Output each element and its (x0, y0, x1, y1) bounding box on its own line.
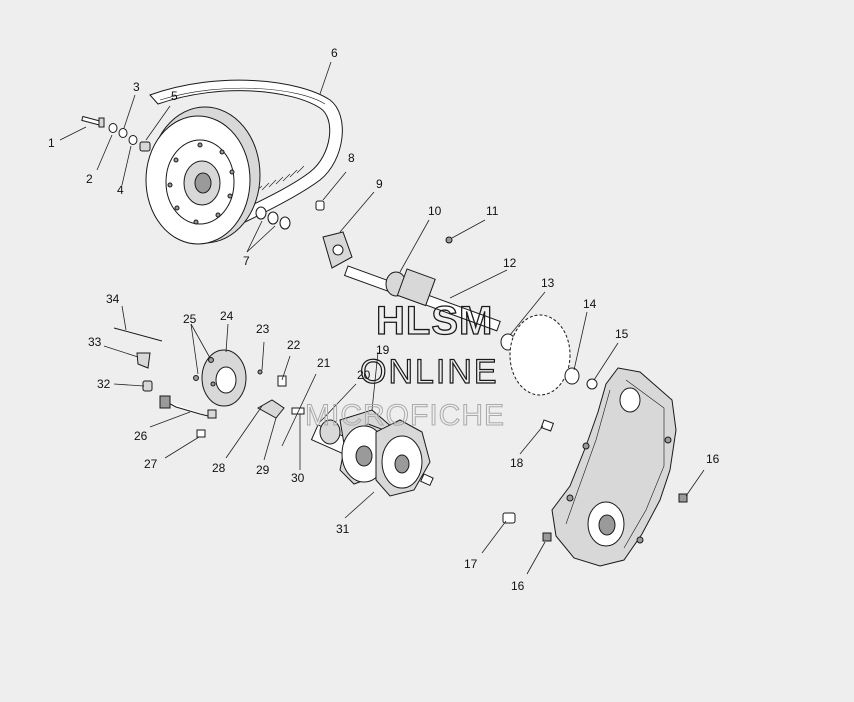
callout-16: 16 (706, 452, 720, 466)
callout-5: 5 (171, 89, 178, 103)
watermark: HLSM ONLINE MICROFICHE (305, 298, 505, 432)
callout-1: 1 (48, 136, 55, 150)
sensor-bracket-hardware (113, 327, 305, 438)
callout-20: 20 (357, 368, 371, 382)
callout-18: 18 (510, 456, 524, 470)
callout-19: 19 (376, 343, 390, 357)
watermark-line-3: MICROFICHE (305, 399, 505, 432)
callout-8: 8 (348, 151, 355, 165)
callout-9: 9 (376, 177, 383, 191)
callout-30: 30 (291, 471, 305, 485)
drive-clutch-sheave (145, 106, 261, 245)
callout-17: 17 (464, 557, 478, 571)
callout-14: 14 (583, 297, 597, 311)
callout-27: 27 (144, 457, 158, 471)
callout-4: 4 (117, 183, 124, 197)
leader-lines (59, 61, 705, 575)
callout-32: 32 (97, 377, 111, 391)
callout-25: 25 (183, 312, 197, 326)
callout-6: 6 (331, 46, 338, 60)
callout-12: 12 (503, 256, 517, 270)
callout-26: 26 (134, 429, 148, 443)
callout-31: 31 (336, 522, 350, 536)
callout-28: 28 (212, 461, 226, 475)
watermark-line-1: HLSM (376, 299, 493, 343)
callout-15: 15 (615, 327, 629, 341)
callout-34: 34 (106, 292, 120, 306)
watermark-line-2: ONLINE (360, 353, 499, 391)
callout-21: 21 (317, 356, 331, 370)
callout-11: 11 (486, 204, 499, 218)
clutch-bolt-hardware (81, 115, 151, 152)
callout-33: 33 (88, 335, 102, 349)
callout-13: 13 (541, 276, 555, 290)
callout-7: 7 (243, 254, 250, 268)
gearcase-cover (502, 367, 688, 567)
sheave-bolts (167, 142, 235, 225)
callout-24: 24 (220, 309, 234, 323)
driven-shaft-assembly (315, 200, 598, 396)
callout-16-lower: 16 (511, 579, 525, 593)
callout-22: 22 (287, 338, 301, 352)
gearcase-shaft-assembly (310, 409, 434, 497)
callout-3: 3 (133, 80, 140, 94)
callout-29: 29 (256, 463, 270, 477)
callout-2: 2 (86, 172, 93, 186)
callout-23: 23 (256, 322, 270, 336)
callout-10: 10 (428, 204, 442, 218)
spacer-washers (255, 206, 291, 230)
callout-labels: 1 2 3 4 5 6 7 8 9 10 11 12 13 14 15 16 1… (48, 46, 720, 593)
